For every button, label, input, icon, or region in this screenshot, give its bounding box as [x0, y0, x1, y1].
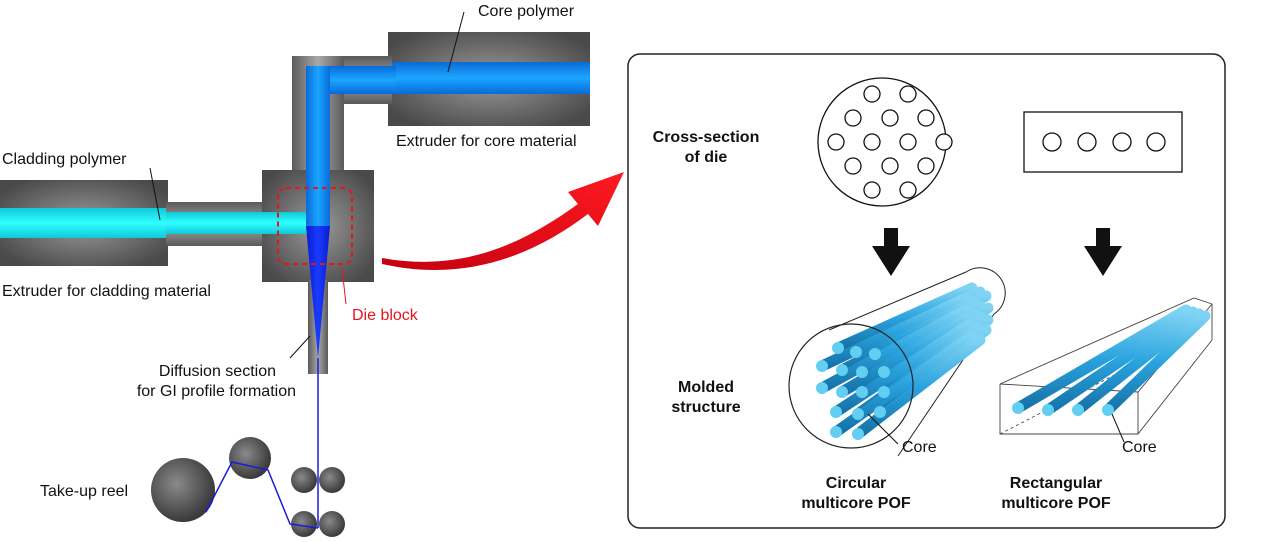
pinch-roller	[319, 511, 345, 537]
diffusion-label-line2: for GI profile formation	[137, 383, 296, 400]
leader-line	[341, 267, 347, 305]
down-arrow	[872, 228, 910, 276]
cladding-extruder	[0, 180, 266, 266]
circular-multicore-pof	[788, 267, 1006, 457]
take-up-reel	[151, 458, 215, 522]
extruder-cladding-label: Extruder for cladding material	[2, 283, 211, 300]
take-up-reel-system	[151, 437, 345, 537]
circular-die-cross-section	[817, 77, 953, 207]
cladding-polymer-label: Cladding polymer	[2, 151, 127, 168]
core-label-right: Core	[1122, 439, 1157, 456]
cross-section-label-line2: of die	[685, 149, 728, 166]
core-feed-pipe	[292, 56, 396, 178]
gi-profile-cone	[306, 226, 330, 358]
leader-line	[149, 167, 161, 221]
guide-roller	[229, 437, 271, 479]
core-extruder	[388, 32, 590, 126]
diffusion-label-line1: Diffusion section	[159, 363, 276, 380]
rect-pof-label-line1: Rectangular	[1010, 475, 1102, 492]
zoom-arrow	[382, 172, 624, 271]
core-polymer-label: Core polymer	[478, 3, 575, 20]
die-block	[262, 168, 374, 374]
rectangular-die-cross-section	[1023, 111, 1183, 173]
rect-pof-label-line2: multicore POF	[1001, 495, 1111, 512]
pinch-roller	[291, 467, 317, 493]
take-up-reel-label: Take-up reel	[40, 483, 128, 500]
pinch-roller	[291, 511, 317, 537]
molded-structure-label-line1: Molded	[678, 379, 734, 396]
down-arrow	[1084, 228, 1122, 276]
core-label-left: Core	[902, 439, 937, 456]
circular-pof-label-line1: Circular	[826, 475, 886, 492]
cross-section-label-line1: Cross-section	[653, 129, 760, 146]
circular-pof-label-line2: multicore POF	[801, 495, 911, 512]
leader-line	[447, 11, 465, 73]
extruder-core-label: Extruder for core material	[396, 133, 577, 150]
die-block-highlight	[277, 187, 353, 265]
rectangular-multicore-pof	[999, 297, 1213, 443]
molded-structure-label-line2: structure	[671, 399, 740, 416]
die-block-label: Die block	[352, 307, 419, 324]
leader-line	[289, 335, 311, 359]
pinch-roller	[319, 467, 345, 493]
